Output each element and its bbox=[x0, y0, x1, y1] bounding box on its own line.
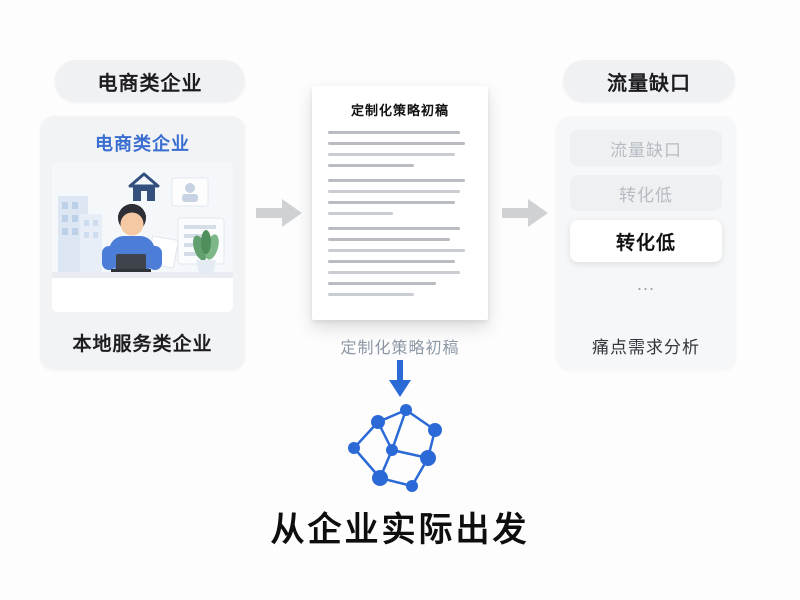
network-graph-icon bbox=[340, 400, 460, 496]
arrow-down-icon bbox=[388, 360, 412, 398]
badge-traffic-gap: 流量缺口 bbox=[563, 60, 735, 102]
badge-label: 电商类企业 bbox=[97, 72, 203, 95]
page-headline: 从企业实际出发 bbox=[270, 511, 530, 549]
pain-point-label: 转化低 bbox=[615, 232, 676, 254]
office-worker-illustration-svg bbox=[52, 162, 233, 312]
pain-point-label: 转化低 bbox=[619, 185, 673, 205]
pain-point-item: 转化低 bbox=[570, 175, 722, 211]
strategy-document-title: 定制化策略初稿 bbox=[350, 103, 449, 118]
pain-point-item-ellipsis: ... bbox=[570, 271, 722, 297]
pain-points-card-caption: 痛点需求分析 bbox=[592, 338, 700, 357]
strategy-document: 定制化策略初稿 bbox=[312, 86, 488, 320]
pain-point-item: 流量缺口 bbox=[570, 130, 722, 166]
arrow-right-icon bbox=[502, 197, 548, 229]
badge-label: 流量缺口 bbox=[607, 72, 691, 95]
house-icon bbox=[128, 172, 160, 201]
pain-point-label: ... bbox=[636, 273, 655, 294]
strategy-document-body bbox=[328, 131, 472, 296]
enterprise-card-title: 电商类企业 bbox=[95, 134, 190, 154]
strategy-document-caption: 定制化策略初稿 bbox=[340, 340, 460, 357]
enterprise-card-caption: 本地服务类企业 bbox=[72, 334, 213, 355]
plant bbox=[193, 230, 219, 274]
pain-point-item-selected: 转化低 bbox=[570, 220, 722, 262]
badge-ecommerce-enterprise: 电商类企业 bbox=[55, 60, 245, 102]
office-worker-illustration bbox=[52, 162, 233, 312]
pain-points-card: 流量缺口 转化低 转化低 ... 痛点需求分析 bbox=[556, 116, 736, 370]
pain-point-label: 流量缺口 bbox=[610, 140, 682, 160]
arrow-right-icon bbox=[256, 197, 302, 229]
enterprise-card: 电商类企业 bbox=[40, 116, 245, 370]
